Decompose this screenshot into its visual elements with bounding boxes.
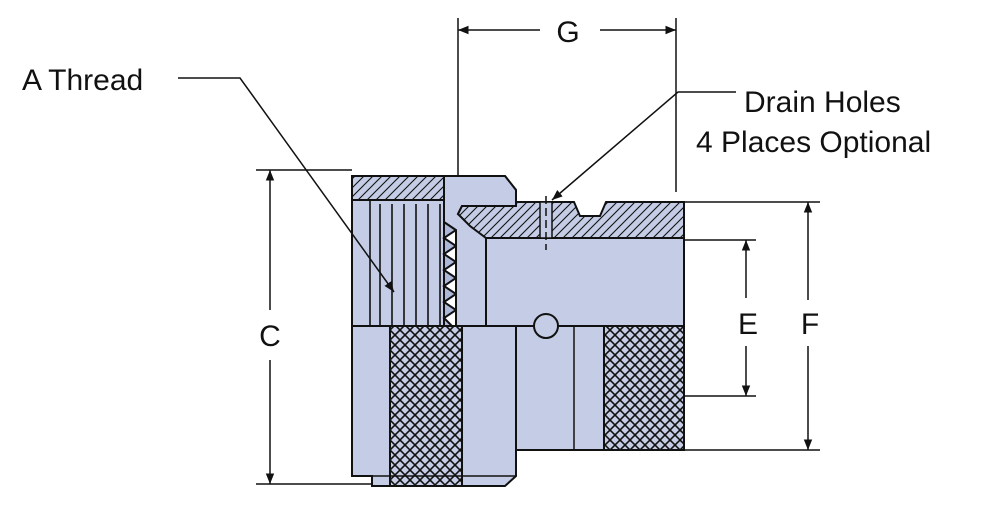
label-drain-holes: Drain Holes [744, 86, 901, 119]
adapter-neck [515, 325, 605, 451]
label-dim-f: F [801, 308, 819, 341]
inner-bore [485, 237, 685, 327]
nut-knurl [389, 325, 463, 487]
dimensions [178, 18, 820, 485]
label-dim-g: G [556, 16, 579, 49]
thread-bore [351, 199, 445, 327]
lower-exterior [351, 313, 685, 487]
upper-section [351, 175, 685, 327]
label-dim-e: E [738, 308, 758, 341]
rear-knurl [603, 325, 685, 451]
thread-profile [442, 220, 458, 327]
label-a-thread: A Thread [22, 64, 143, 97]
a-thread-leader [178, 77, 395, 293]
drain-holes-leader [551, 91, 736, 201]
label-drain-optional: 4 Places Optional [696, 126, 931, 159]
drain-hole-circle [533, 313, 559, 339]
adapter-section [456, 201, 685, 239]
label-dim-c: C [259, 320, 281, 353]
thread-lines [369, 200, 441, 326]
